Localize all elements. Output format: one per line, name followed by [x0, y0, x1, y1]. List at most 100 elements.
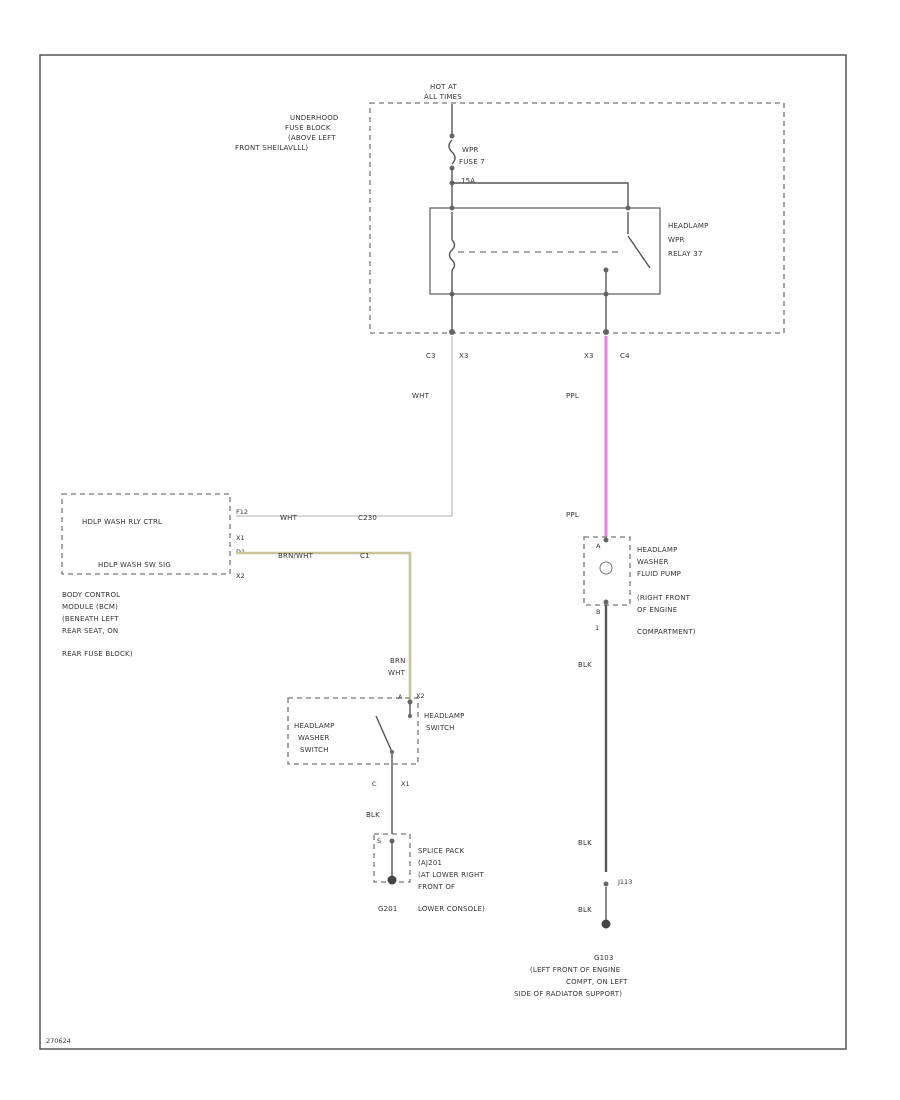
brn-wht-label-2: WHT — [388, 669, 406, 677]
pump-label-6: COMPARTMENT) — [637, 628, 696, 636]
power-label-1: HOT AT — [430, 83, 458, 91]
pump-label-3: FLUID PUMP — [637, 570, 681, 578]
pump-pin-1: 1 — [595, 624, 599, 632]
relay-feed-wire — [452, 182, 629, 208]
pump-pin-a: A — [596, 542, 601, 550]
fuse-label-3: 15A — [461, 177, 475, 185]
splice-label-3: (AT LOWER RIGHT — [418, 871, 484, 879]
ground-pin-label: J113 — [617, 878, 632, 886]
bcm-pin-x1: X1 — [236, 534, 245, 542]
bcm-c1-label: C1 — [360, 552, 370, 560]
blk-ground-lower-label: BLK — [578, 906, 592, 914]
pump-label-1: HEADLAMP — [637, 546, 678, 554]
power-label-2: ALL TIMES — [424, 93, 462, 101]
ground-label: G103 — [594, 954, 614, 962]
splice-pin-s: S — [377, 837, 381, 845]
fuse-block-label-3: (ABOVE LEFT — [288, 134, 336, 142]
bcm-label-1: BODY CONTROL — [62, 591, 120, 599]
relay-label-1: HEADLAMP — [668, 222, 709, 230]
fuse-block-label-1: UNDERHOOD — [290, 114, 339, 122]
diagram-frame — [39, 54, 847, 1050]
fuse-label-2: FUSE 7 — [459, 158, 485, 166]
splice-ground-tail: LOWER CONSOLE) — [418, 905, 485, 913]
ground-point — [601, 919, 611, 929]
ground-location-2: COMPT, ON LEFT — [566, 978, 628, 986]
relay-terminal-2 — [625, 205, 631, 211]
splice-label-2: (AJ201 — [418, 859, 442, 867]
switch-side-label-2: SWITCH — [426, 724, 455, 732]
relay-label-2: WPR — [668, 236, 685, 244]
splice-label-4: FRONT OF — [418, 883, 455, 891]
pump-terminal-bottom — [603, 599, 609, 605]
fuse-block-pin-left — [449, 329, 455, 335]
switch-contact-bottom — [390, 750, 394, 754]
power-terminal — [449, 133, 455, 139]
switch-side-label-1: HEADLAMP — [424, 712, 465, 720]
splice-label-1: SPLICE PACK — [418, 847, 464, 855]
splice-ground-label: G201 — [378, 905, 398, 913]
bcm-outline — [61, 493, 231, 575]
relay-switch-contact — [627, 235, 651, 269]
fuse-block-label-4: FRONT SHEILAVLLL) — [235, 144, 308, 152]
fuse-label-1: WPR — [462, 146, 479, 154]
ppl-lower-label: PPL — [566, 511, 579, 519]
ppl-upper-label: PPL — [566, 392, 579, 400]
connector-c3: C3 — [426, 352, 436, 360]
switch-outline — [287, 697, 419, 765]
bcm-label-5: REAR FUSE BLOCK) — [62, 650, 133, 658]
fuse-symbol — [448, 139, 456, 165]
bcm-c230-label: C230 — [358, 514, 377, 522]
bcm-label-3: (BENEATH LEFT — [62, 615, 119, 623]
bcm-sw-label: HDLP WASH SW SIG — [98, 561, 171, 569]
bcm-pin-x2: X2 — [236, 572, 245, 580]
switch-contact-top — [408, 714, 412, 718]
switch-box-label-2: WASHER — [298, 734, 330, 742]
bcm-wht-label: WHT — [280, 514, 298, 522]
blk-ground-upper-label: BLK — [578, 839, 592, 847]
wht-upper-label: WHT — [412, 392, 430, 400]
wht-wire — [236, 336, 453, 517]
pump-pin-b: B — [596, 608, 600, 616]
pump-label-4: (RIGHT FRONT — [637, 594, 691, 602]
blk-switch-label: BLK — [366, 811, 380, 819]
relay-switch-fixed — [603, 267, 609, 273]
pump-label-2: WASHER — [637, 558, 669, 566]
switch-pin-x1: X1 — [401, 780, 410, 788]
fuse-block-label-2: FUSE BLOCK — [285, 124, 331, 132]
ground-location-3: SIDE OF RADIATOR SUPPORT) — [514, 990, 622, 998]
switch-box-label-3: SWITCH — [300, 746, 329, 754]
pump-motor-symbol — [599, 561, 613, 575]
ground-junction — [603, 881, 609, 887]
pump-outline — [583, 536, 631, 606]
figure-id: 270624 — [46, 1037, 71, 1045]
relay-box — [429, 207, 661, 295]
switch-box-label-1: HEADLAMP — [294, 722, 335, 730]
switch-pin-x2: X2 — [416, 692, 425, 700]
relay-coil — [448, 239, 456, 271]
bcm-label-4: REAR SEAT, ON — [62, 627, 118, 635]
splice-terminal — [389, 838, 395, 844]
switch-pin-c: C — [372, 780, 377, 788]
connector-x3-right: X3 — [584, 352, 594, 360]
brn-wht-wire — [236, 551, 412, 702]
relay-terminal-1 — [449, 205, 455, 211]
connector-c4: C4 — [620, 352, 630, 360]
relay-label-3: RELAY 37 — [668, 250, 703, 258]
fuse-block-outline — [369, 102, 785, 334]
bcm-label-2: MODULE (BCM) — [62, 603, 118, 611]
connector-x3-left: X3 — [459, 352, 469, 360]
switch-pin-top — [407, 699, 413, 705]
switch-pin-a: A — [398, 693, 403, 701]
bcm-ctrl-label: HDLP WASH RLY CTRL — [82, 518, 162, 526]
blk-pump-label: BLK — [578, 661, 592, 669]
fuse-block-pin-right — [603, 329, 609, 335]
splice-ground — [387, 875, 397, 885]
brn-wht-label-1: BRN — [390, 657, 406, 665]
switch-blade — [375, 715, 393, 753]
bcm-brn-wht-label: BRN/WHT — [278, 552, 314, 560]
bcm-pin-f12: F12 — [236, 508, 248, 516]
ground-location-1: (LEFT FRONT OF ENGINE — [530, 966, 620, 974]
pump-terminal-top — [603, 537, 609, 543]
pump-label-5: OF ENGINE — [637, 606, 677, 614]
